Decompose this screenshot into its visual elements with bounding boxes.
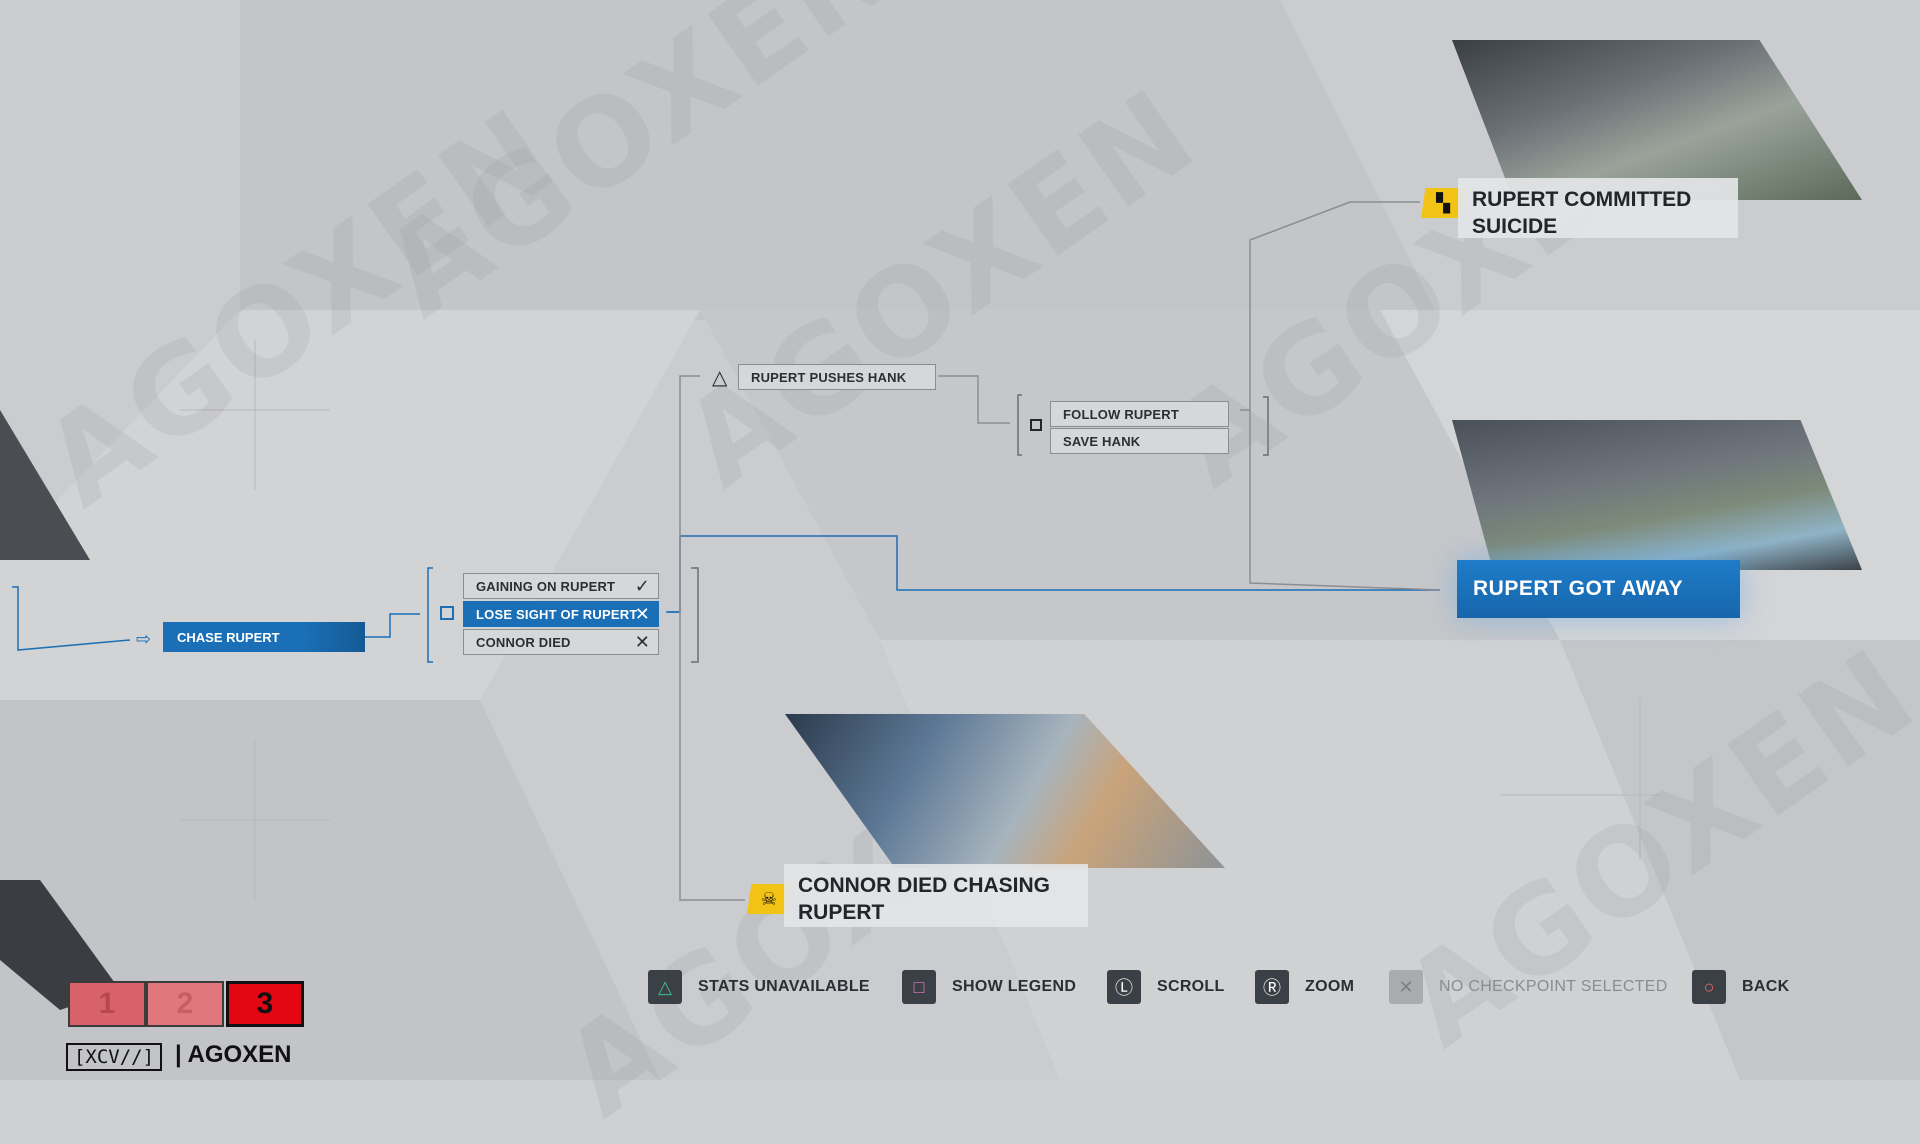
brand-separator: | <box>175 1041 182 1068</box>
chapter-number: 3 <box>256 987 274 1020</box>
brand-logo: [XCV//] <box>66 1043 162 1071</box>
chapter-number: 2 <box>176 987 194 1020</box>
chapter-number: 1 <box>98 987 116 1020</box>
legend-label: ZOOM <box>1305 978 1355 995</box>
choice-lose-sight-of-rupert[interactable]: LOSE SIGHT OF RUPERT ✕ <box>463 601 659 627</box>
choice-label: CONNOR DIED <box>476 634 571 650</box>
legend-label: STATS UNAVAILABLE <box>698 978 870 995</box>
circle-button-icon: ○ <box>1692 970 1726 1004</box>
legend-scroll[interactable]: Ⓛ SCROLL <box>1107 970 1225 1004</box>
chase-rupert-node[interactable]: CHASE RUPERT <box>163 622 365 652</box>
got-away-scene-thumbnail <box>1452 420 1862 570</box>
cross-icon: ✕ <box>634 603 650 624</box>
legend-back[interactable]: ○ BACK <box>1692 970 1789 1004</box>
qte-triangle-icon: △ <box>712 367 728 389</box>
cross-icon: ✕ <box>634 631 650 652</box>
choice-save-hank[interactable]: SAVE HANK <box>1050 428 1229 454</box>
choice-label: SAVE HANK <box>1063 433 1141 449</box>
branch-icon <box>440 606 454 620</box>
branch-icon <box>1030 419 1042 431</box>
rupert-pushes-hank-node[interactable]: RUPERT PUSHES HANK <box>738 364 936 390</box>
choice-label: GAINING ON RUPERT <box>476 578 616 594</box>
legend-label: BACK <box>1742 978 1790 995</box>
brand-name: | AGOXEN <box>175 1041 292 1069</box>
qte-label: RUPERT PUSHES HANK <box>751 369 907 385</box>
ending-rupert-committed-suicide[interactable]: RUPERT COMMITTED SUICIDE <box>1458 178 1738 238</box>
ending-rupert-got-away[interactable]: RUPERT GOT AWAY <box>1457 560 1740 618</box>
left-stick-icon: Ⓛ <box>1107 970 1141 1004</box>
chase-rupert-label: CHASE RUPERT <box>177 629 280 645</box>
arrow-in-icon: ⇨ <box>136 629 152 649</box>
choice-label: FOLLOW RUPERT <box>1063 406 1179 422</box>
triangle-button-icon: △ <box>648 970 682 1004</box>
skull-badge-icon: ☠ <box>747 884 791 914</box>
legend-no-checkpoint: ✕ NO CHECKPOINT SELECTED <box>1389 970 1668 1004</box>
check-icon: ✓ <box>634 575 650 596</box>
choice-connor-died[interactable]: CONNOR DIED ✕ <box>463 629 659 655</box>
brand-name-text: AGOXEN <box>187 1041 292 1068</box>
cross-button-icon: ✕ <box>1389 970 1423 1004</box>
legend-label: NO CHECKPOINT SELECTED <box>1439 978 1668 995</box>
chapter-2[interactable]: 2 <box>146 981 224 1027</box>
chapter-3[interactable]: 3 <box>226 981 304 1027</box>
chapter-1[interactable]: 1 <box>68 981 146 1027</box>
ending-label: RUPERT COMMITTED SUICIDE <box>1472 188 1692 238</box>
right-stick-icon: Ⓡ <box>1255 970 1289 1004</box>
square-button-icon: □ <box>902 970 936 1004</box>
choice-label: LOSE SIGHT OF RUPERT <box>476 606 638 622</box>
legend-show-legend[interactable]: □ SHOW LEGEND <box>902 970 1076 1004</box>
choice-follow-rupert[interactable]: FOLLOW RUPERT <box>1050 401 1229 427</box>
legend-label: SCROLL <box>1157 978 1225 995</box>
ending-label: RUPERT GOT AWAY <box>1473 577 1684 600</box>
legend-label: SHOW LEGEND <box>952 978 1077 995</box>
ending-label: CONNOR DIED CHASING RUPERT <box>798 874 1051 924</box>
lock-badge-icon: ▚ <box>1421 188 1465 218</box>
brand-logo-text: [XCV//] <box>73 1046 155 1068</box>
choice-gaining-on-rupert[interactable]: GAINING ON RUPERT ✓ <box>463 573 659 599</box>
legend-stats[interactable]: △ STATS UNAVAILABLE <box>648 970 870 1004</box>
legend-zoom[interactable]: Ⓡ ZOOM <box>1255 970 1354 1004</box>
ending-connor-died-chasing-rupert[interactable]: CONNOR DIED CHASING RUPERT <box>784 864 1088 927</box>
